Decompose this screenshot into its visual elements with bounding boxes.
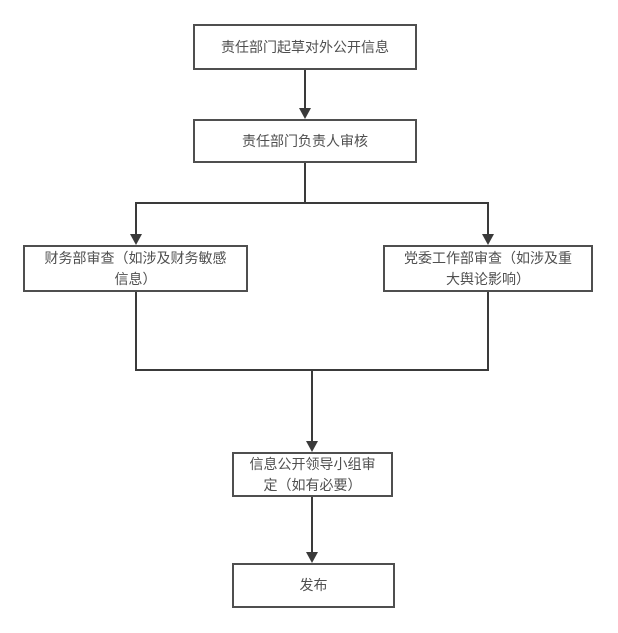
node-publish: 发布 (232, 563, 395, 608)
node-finance-dept-review: 财务部审查（如涉及财务敏感 信息） (23, 245, 248, 292)
arrowhead-group (306, 441, 318, 452)
arrowhead-publish (306, 552, 318, 563)
node-leading-group-approval: 信息公开领导小组审 定（如有必要） (232, 452, 393, 497)
arrowhead-review (299, 108, 311, 119)
node-department-head-review: 责任部门负责人审核 (193, 119, 417, 163)
node-party-committee-review: 党委工作部审查（如涉及重 大舆论影响） (383, 245, 593, 292)
node-draft-public-info: 责任部门起草对外公开信息 (193, 24, 417, 70)
arrowhead-finance (130, 234, 142, 245)
arrowhead-party (482, 234, 494, 245)
